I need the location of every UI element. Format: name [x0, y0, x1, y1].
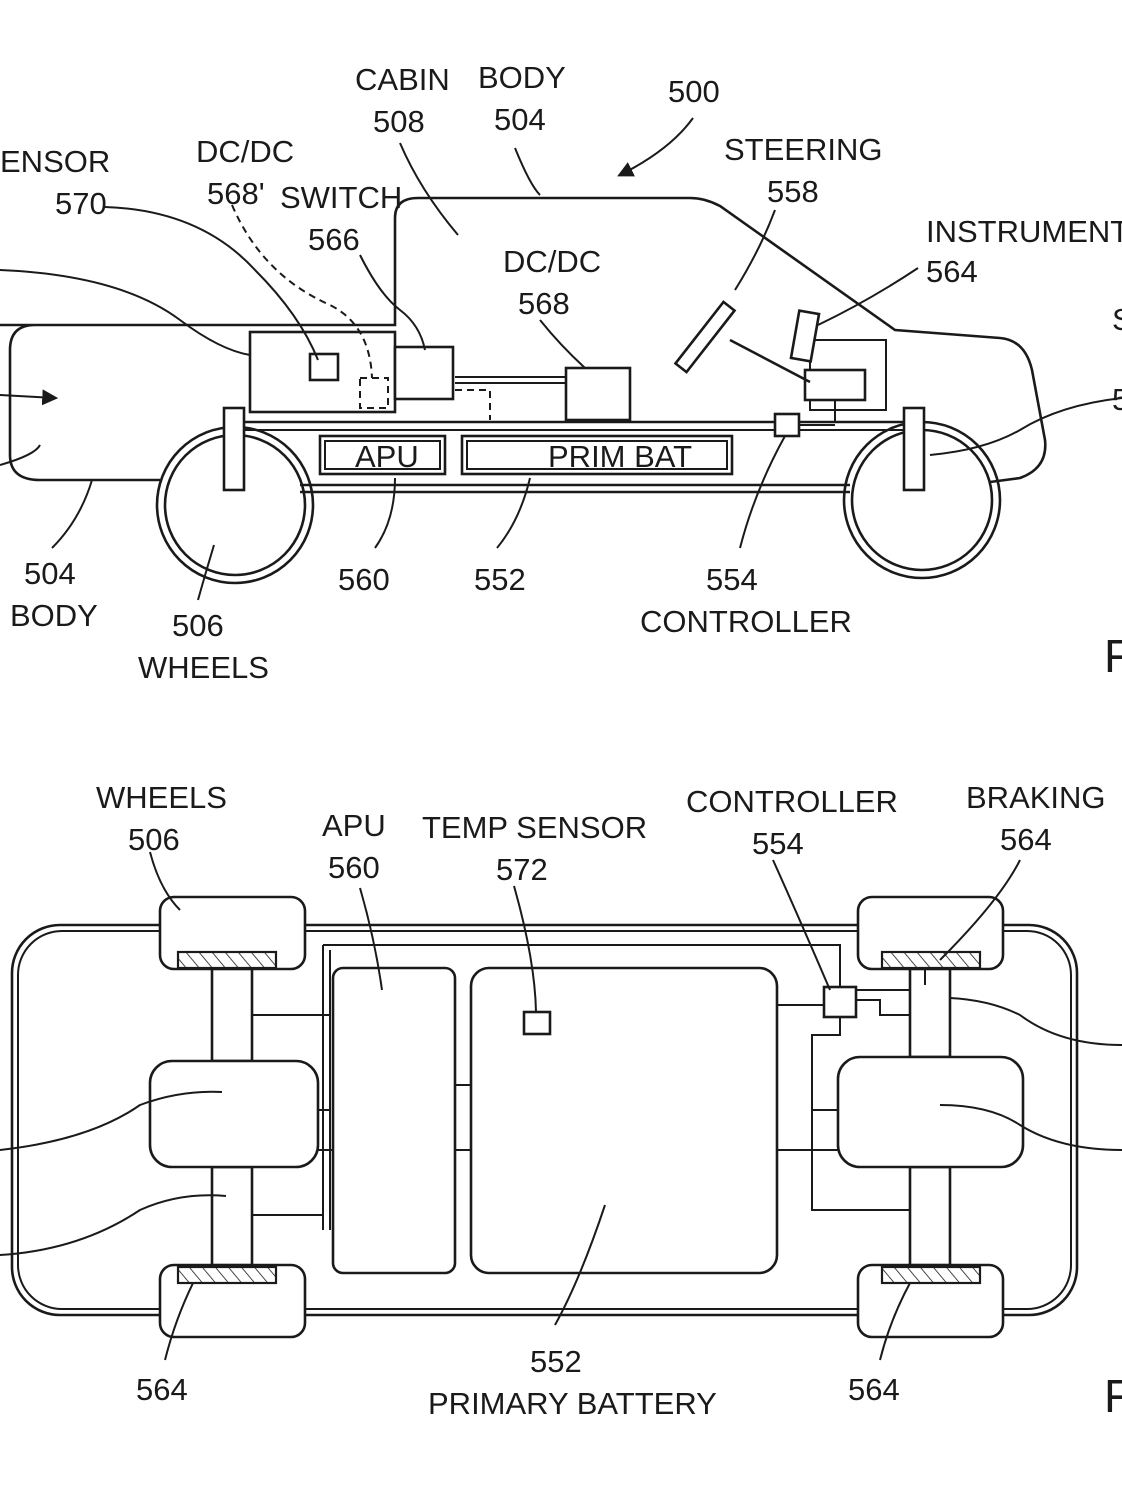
fig-b-letter: F — [1104, 1370, 1122, 1422]
primary-battery-block — [469, 966, 779, 1275]
label-prim-bat-num: 552 — [474, 562, 526, 597]
label-vehicle-num: 500 — [668, 74, 720, 109]
label-cabin-num: 508 — [373, 104, 425, 139]
prim-bat-box — [460, 434, 734, 476]
label-dcdc-dashed-num: 568' — [207, 176, 265, 211]
label-cabin: CABIN — [355, 62, 450, 97]
chassis-rail-bottom — [300, 483, 850, 494]
instrument-unit — [803, 368, 867, 402]
controller-box — [773, 412, 801, 438]
label-b-apu-num: 560 — [328, 850, 380, 885]
label-b-temp-sensor: TEMP SENSOR — [422, 810, 647, 845]
label-controller-num: 554 — [706, 562, 758, 597]
brake-front-right — [880, 950, 982, 970]
label-b-brake-left-num: 564 — [136, 1372, 188, 1407]
sensor-box — [308, 352, 340, 382]
label-steering-num: 558 — [767, 174, 819, 209]
brake-rear-right — [880, 1265, 982, 1285]
label-body-bottom-num: 504 — [24, 556, 76, 591]
dashed-link — [455, 389, 491, 420]
steering-wheel — [673, 300, 737, 374]
label-dcdc-num: 568 — [518, 286, 570, 321]
axle-right-lower — [908, 1165, 952, 1267]
label-b-primary-battery: PRIMARY BATTERY — [428, 1386, 717, 1421]
label-b-temp-sensor-num: 572 — [496, 852, 548, 887]
label-instrument: INSTRUMENT PA — [926, 214, 1122, 249]
label-steering: STEERING — [724, 132, 882, 167]
label-wheels: WHEELS — [138, 650, 269, 685]
brake-front-left — [176, 950, 278, 970]
label-instrument-num: 564 — [926, 254, 978, 289]
label-switch: SWITCH — [280, 180, 402, 215]
label-switch-num: 566 — [308, 222, 360, 257]
vehicle-body-outline — [0, 196, 1047, 484]
label-sensor: ENSOR — [0, 144, 110, 179]
apu-block — [331, 966, 457, 1275]
label-dcdc: DC/DC — [503, 244, 601, 279]
axle-right-upper — [908, 967, 952, 1059]
wiring-harness — [252, 944, 926, 1230]
axle-left-upper — [210, 967, 254, 1063]
dcdc-box — [564, 366, 632, 422]
label-apu-box: APU — [355, 439, 419, 474]
switch-dcdc-wire — [455, 376, 566, 384]
label-b-wheels: WHEELS — [96, 780, 227, 815]
label-body-bottom: BODY — [10, 598, 98, 633]
label-b-primary-battery-num: 552 — [530, 1344, 582, 1379]
label-controller: CONTROLLER — [640, 604, 852, 639]
label-b-braking: BRAKING — [966, 780, 1106, 815]
label-body-top-num: 504 — [494, 102, 546, 137]
label-body-top: BODY — [478, 60, 566, 95]
fig-a-side-view: CABIN 508 BODY 504 500 STEERING 558 INST… — [0, 60, 1122, 685]
right-wheel-strut — [902, 406, 926, 492]
label-dcdc-dashed: DC/DC — [196, 134, 294, 169]
label-apu-num: 560 — [338, 562, 390, 597]
steering-column — [729, 338, 811, 384]
label-right-edge-s: S — [1112, 302, 1122, 337]
label-b-apu: APU — [322, 808, 386, 843]
axle-left-lower — [210, 1165, 254, 1267]
label-prim-bat-box: PRIM BAT — [548, 439, 692, 474]
motor-right — [836, 1055, 1025, 1169]
instrument-panel — [789, 309, 821, 363]
temp-sensor-box — [522, 1010, 552, 1036]
left-wheel-strut — [222, 406, 246, 492]
label-b-controller-num: 554 — [752, 826, 804, 861]
fig-a-letter: F — [1104, 630, 1122, 682]
motor-left — [148, 1059, 320, 1169]
dcdc-dashed-box — [359, 377, 389, 409]
label-b-controller: CONTROLLER — [686, 784, 898, 819]
controller-box-top — [822, 985, 858, 1019]
dcdc-dashed-leader — [231, 204, 373, 379]
label-b-wheels-num: 506 — [128, 822, 180, 857]
brake-rear-left — [176, 1265, 278, 1285]
label-b-brake-right-num: 564 — [848, 1372, 900, 1407]
label-right-edge-5: 5 — [1112, 382, 1122, 417]
apu-box — [318, 434, 447, 476]
label-wheels-num: 506 — [172, 608, 224, 643]
instrument-wire — [799, 400, 836, 426]
switch-box — [393, 345, 455, 401]
chassis-outline — [10, 923, 1079, 1317]
label-b-braking-num: 564 — [1000, 822, 1052, 857]
label-sensor-num: 570 — [55, 186, 107, 221]
fig-b-top-view: WHEELS 506 APU 560 TEMP SENSOR 572 CONTR… — [0, 780, 1122, 1422]
